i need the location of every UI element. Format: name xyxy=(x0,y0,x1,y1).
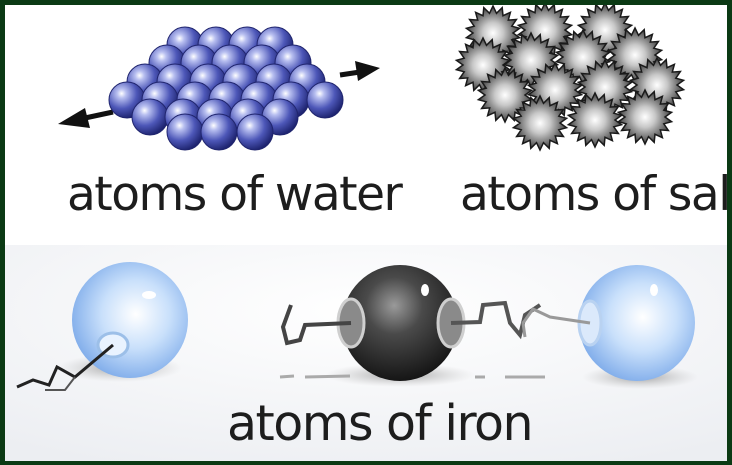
atom-right-light xyxy=(521,265,698,389)
hook-icon xyxy=(16,343,114,389)
salt-atom-icon xyxy=(511,94,569,152)
caption-atoms-of-water: atoms of water xyxy=(67,167,403,222)
salt-atom-icon xyxy=(566,91,624,149)
hook-icon xyxy=(280,304,352,346)
arrow-right-icon xyxy=(339,61,380,81)
water-atom-icon xyxy=(306,81,344,119)
water-atom-icon xyxy=(200,113,238,151)
caption-atoms-of-iron: atoms of iron xyxy=(227,395,534,452)
hook-icon xyxy=(450,300,542,340)
water-atom-icon xyxy=(131,98,169,136)
water-atom-lattice xyxy=(108,26,344,151)
atom-iron-dark xyxy=(279,265,545,387)
salt-atom-icon xyxy=(616,88,674,146)
salt-atom-icon xyxy=(476,66,534,124)
atoms-illustration xyxy=(5,5,727,461)
salt-atom-lattice xyxy=(454,5,686,152)
arrow-left-icon xyxy=(58,108,114,128)
water-atom-icon xyxy=(166,113,204,151)
atom-left-light xyxy=(16,262,188,391)
caption-atoms-of-salt: atoms of salt xyxy=(460,167,732,222)
water-atom-icon xyxy=(236,113,274,151)
